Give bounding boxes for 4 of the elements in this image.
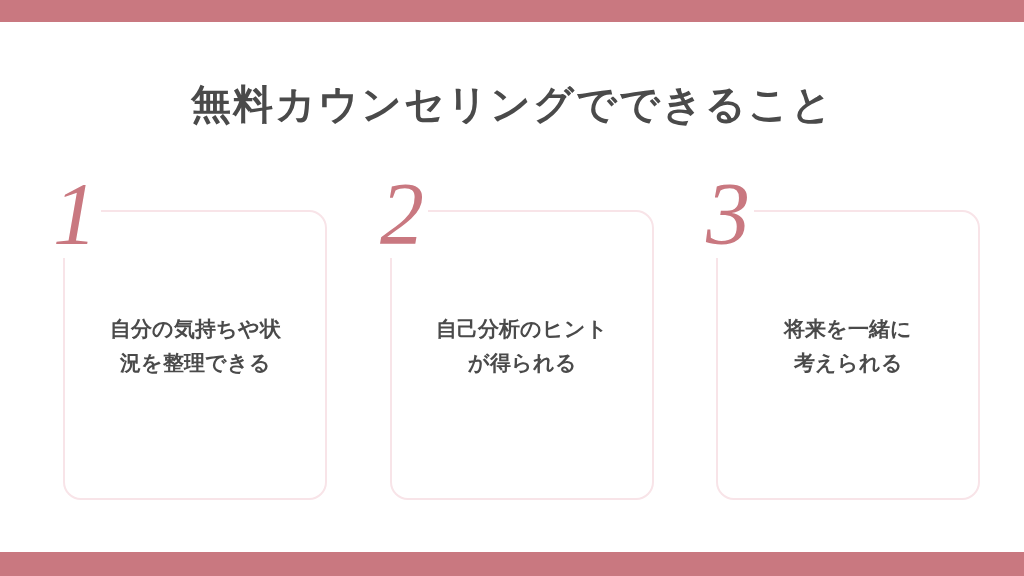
card-text: 将来を一緒に考えられる: [782, 316, 913, 377]
card-text: 自己分析のヒントが得られる: [435, 316, 609, 377]
card-text: 自分の気持ちや状況を整理できる: [108, 316, 282, 377]
title: 無料カウンセリングでできること: [190, 80, 834, 129]
